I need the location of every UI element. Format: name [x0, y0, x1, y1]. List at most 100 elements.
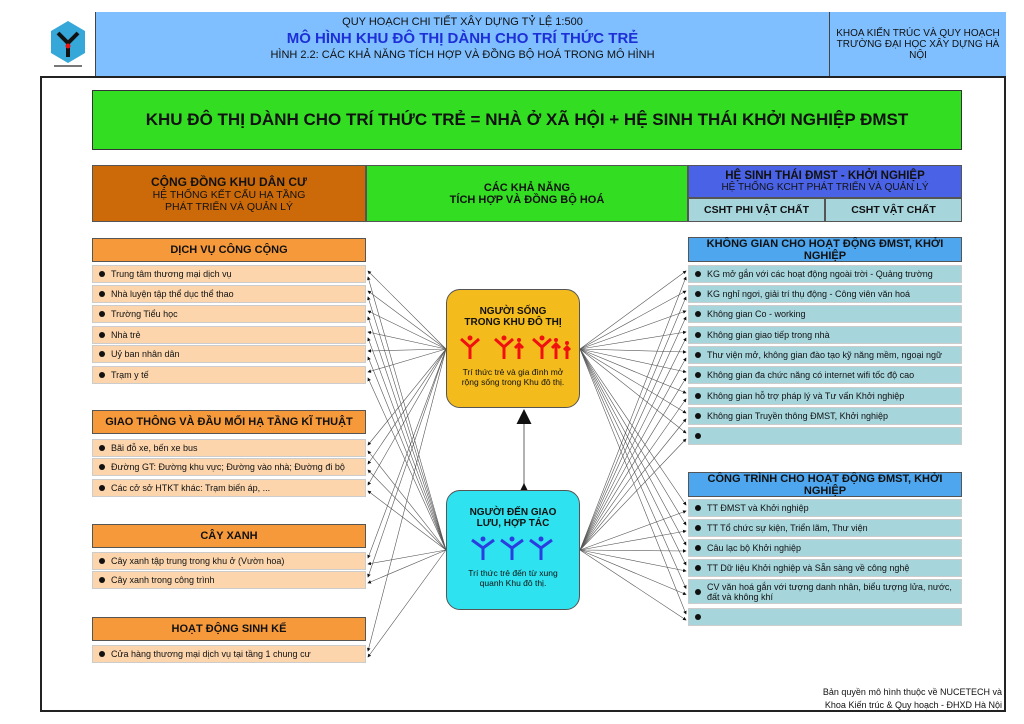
bullet-icon	[695, 505, 701, 511]
right-list-item: Không gian giao tiếp trong nhà	[688, 326, 962, 344]
item-label: Đường GT: Đường khu vực; Đường vào nhà; …	[111, 462, 345, 472]
left-list-item: Trạm y tế	[92, 366, 366, 384]
bullet-icon	[99, 464, 105, 470]
visitors-people-icon	[471, 536, 553, 560]
item-label: KG mở gắn với các hoạt động ngoài trời -…	[707, 269, 933, 279]
connector-arrow	[579, 296, 687, 551]
connector-arrow	[579, 348, 687, 590]
left-section-header: GIAO THÔNG VÀ ĐẦU MỐI HẠ TẦNG KĨ THUẬT	[92, 410, 366, 434]
left-list-item: Uỷ ban nhân dân	[92, 345, 366, 363]
connector-arrow	[579, 348, 687, 566]
connector-arrow	[367, 276, 447, 551]
connector-arrow	[579, 549, 687, 573]
item-label: Nhà trẻ	[111, 330, 141, 340]
copyright-line2: Khoa Kiến trúc & Quy hoạch - ĐHXD Hà Nội	[824, 700, 1002, 710]
connector-arrow	[579, 290, 687, 350]
bullet-icon	[695, 372, 701, 378]
connector-arrow	[579, 377, 687, 551]
right-list-item	[688, 427, 962, 445]
right-list-item: TT ĐMST và Khởi nghiệp	[688, 499, 962, 517]
connector-arrow	[367, 330, 447, 350]
item-label: Các cở sở HTKT khác: Trạm biến áp, ...	[111, 483, 271, 493]
right-section-header: CÔNG TRÌNH CHO HOẠT ĐỘNG ĐMST, KHỞI NGHI…	[688, 472, 962, 497]
item-label: Không gian Truyền thông ĐMST, Khởi nghiệ…	[707, 411, 889, 421]
bullet-icon	[695, 433, 701, 439]
right-list-item: CV văn hoá gắn với tượng danh nhân, biểu…	[688, 579, 962, 604]
bullet-icon	[99, 332, 105, 338]
figure-caption: HÌNH 2.2: CÁC KHẢ NĂNG TÍCH HỢP VÀ ĐỒNG …	[270, 49, 655, 61]
connector-arrow	[367, 296, 447, 551]
left-list-item: Nhà luyện tập thể dục thể thao	[92, 285, 366, 303]
left-list-item: Nhà trẻ	[92, 326, 366, 344]
visitors-title: NGƯỜI ĐẾN GIAO LƯU, HỢP TÁC	[469, 507, 557, 529]
connector-arrow	[579, 510, 687, 551]
item-label: Trường Tiểu học	[111, 309, 178, 319]
bullet-icon	[695, 588, 701, 595]
left-list-item: Trường Tiểu học	[92, 305, 366, 323]
left-column-header: CỘNG ĐỒNG KHU DÂN CƯ HỆ THỐNG KẾT CẤU HẠ…	[92, 165, 366, 222]
bullet-icon	[99, 351, 105, 357]
residents-title: NGƯỜI SỐNG TRONG KHU ĐÔ THỊ	[464, 306, 562, 328]
connector-arrow	[367, 310, 447, 350]
physical-infra-header: CSHT VẬT CHẤT	[825, 198, 962, 222]
connector-arrow	[579, 357, 687, 551]
middle-title-line2: TÍCH HỢP VÀ ĐỒNG BỘ HOÁ	[449, 193, 605, 206]
connector-arrow	[367, 348, 447, 353]
connector-arrow	[579, 348, 687, 615]
bullet-icon	[695, 565, 701, 571]
bullet-icon	[695, 332, 701, 338]
connector-arrow	[579, 348, 687, 526]
residents-box: NGƯỜI SỐNG TRONG KHU ĐÔ THỊ Trí thức trẻ…	[446, 289, 580, 408]
item-label: Không gian Co - working	[707, 309, 806, 319]
connector-arrow	[579, 270, 687, 350]
right-list-item: Không gian Truyền thông ĐMST, Khởi nghiệ…	[688, 407, 962, 425]
connector-arrow	[579, 348, 687, 414]
connector-arrow	[367, 290, 447, 350]
main-banner: KHU ĐÔ THỊ DÀNH CHO TRÍ THỨC TRẺ = NHÀ Ở…	[92, 90, 962, 150]
connector-arrow	[367, 348, 447, 578]
item-label: Cây xanh tập trung trong khu ở (Vườn hoa…	[111, 556, 285, 566]
connector-arrow	[367, 348, 447, 486]
right-section-header: KHÔNG GIAN CHO HOẠT ĐỘNG ĐMST, KHỞI NGHI…	[688, 237, 962, 262]
bullet-icon	[695, 393, 701, 399]
item-label: Cây xanh trong công trình	[111, 575, 215, 585]
page-title: MÔ HÌNH KHU ĐÔ THỊ DÀNH CHO TRÍ THỨC TRẺ	[286, 30, 639, 47]
connector-arrow	[367, 490, 447, 551]
connector-arrow	[367, 316, 447, 551]
connector-arrow	[579, 549, 687, 595]
bullet-icon	[695, 352, 701, 358]
item-label: KG nghỉ ngơi, giải trí thụ động - Công v…	[707, 289, 911, 299]
right-column-subtitle: HỆ THỐNG KCHT PHÁT TRIỂN VÀ QUẢN LÝ	[721, 182, 929, 193]
bullet-icon	[695, 525, 701, 531]
connector-arrow	[579, 337, 687, 551]
connector-arrow	[367, 377, 447, 551]
connector-arrow	[367, 469, 447, 551]
logo-icon	[50, 21, 85, 67]
copyright-line1: Bản quyền mô hình thuộc về NUCETECH và	[822, 687, 1002, 697]
bullet-icon	[99, 558, 105, 564]
middle-title-line1: CÁC KHẢ NĂNG	[483, 181, 571, 194]
item-label: Không gian hỗ trợ pháp lý và Tư vấn Khởi…	[707, 391, 905, 401]
right-list-item: TT Tổ chức sự kiện, Triển lãm, Thư viện	[688, 519, 962, 537]
connector-arrow	[579, 348, 687, 374]
copyright-note: Bản quyền mô hình thuộc về NUCETECH và K…	[823, 686, 1002, 712]
right-list-item: Câu lạc bộ Khởi nghiệp	[688, 539, 962, 557]
connector-arrow	[367, 348, 447, 373]
right-column-title: HỆ SINH THÁI ĐMST - KHỞI NGHIỆP	[725, 170, 925, 182]
residents-description: Trí thức trẻ và gia đình mở rộng sống tr…	[461, 367, 565, 387]
connector-arrow	[579, 310, 687, 350]
bullet-icon	[695, 271, 701, 277]
bullet-icon	[695, 311, 701, 317]
bullet-icon	[99, 291, 105, 297]
connector-arrow	[579, 549, 687, 553]
connector-arrow	[579, 276, 687, 551]
bullet-icon	[99, 311, 105, 317]
bullet-icon	[695, 413, 701, 419]
left-column-subtitle: HỆ THỐNG KẾT CẤU HẠ TẦNG PHÁT TRIỂN VÀ Q…	[152, 188, 306, 213]
right-list-item: TT Dữ liệu Khởi nghiệp và Sẵn sàng về cô…	[688, 559, 962, 577]
connector-arrow	[579, 398, 687, 551]
left-list-item: Cửa hàng thương mại dịch vụ tại tầng 1 c…	[92, 645, 366, 663]
connector-arrow	[579, 348, 687, 394]
bullet-icon	[99, 271, 105, 277]
